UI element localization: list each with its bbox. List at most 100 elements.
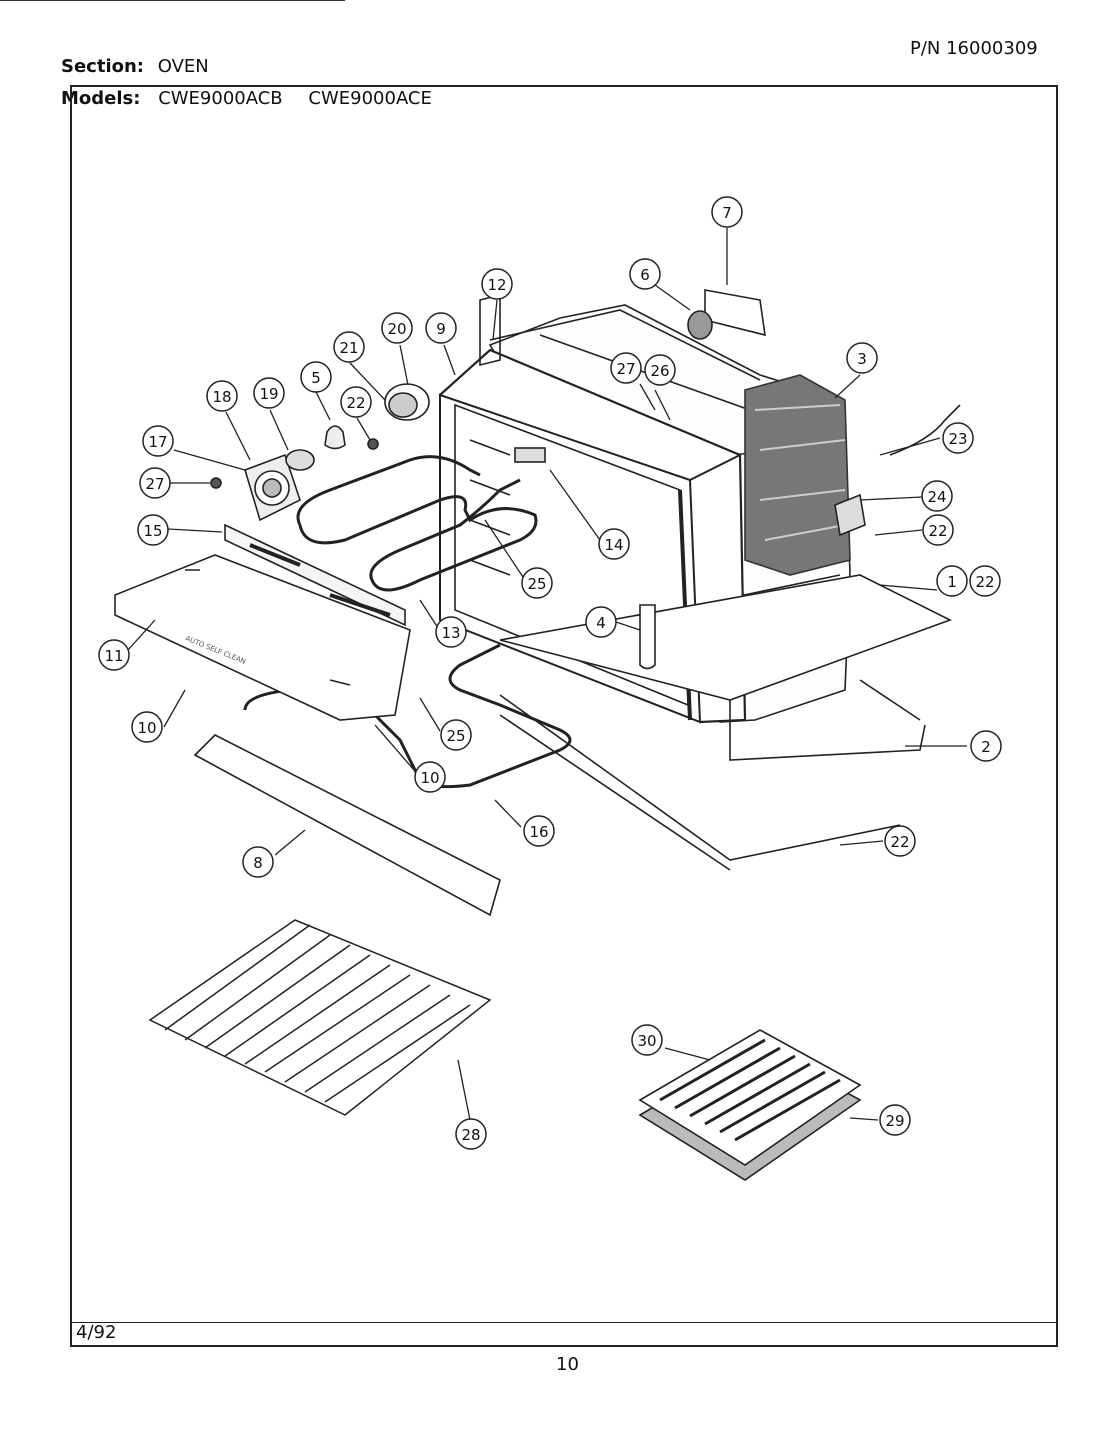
callout-label: 22 bbox=[975, 573, 994, 591]
oven-bottom-panel: AUTO SELF CLEAN bbox=[114, 554, 411, 721]
callout-label: 1 bbox=[947, 573, 957, 591]
callout-13: 13 bbox=[435, 616, 467, 648]
callout-label: 21 bbox=[339, 339, 358, 357]
heat-deflector bbox=[224, 523, 406, 627]
callout-label: 25 bbox=[446, 727, 465, 745]
model-2: CWE9000ACE bbox=[308, 88, 432, 109]
callout-label: 19 bbox=[259, 385, 278, 403]
bottom-panel bbox=[499, 574, 953, 761]
callout-22a: 22 bbox=[340, 386, 372, 418]
callout-label: 8 bbox=[253, 854, 263, 872]
callout-label: 7 bbox=[722, 204, 732, 222]
latch-bracket bbox=[834, 493, 866, 537]
callout-20: 20 bbox=[381, 312, 413, 344]
callout-label: 9 bbox=[436, 320, 446, 338]
callout-23: 23 bbox=[942, 422, 974, 454]
callout-12: 12 bbox=[481, 268, 513, 300]
models-label: Models: bbox=[61, 88, 141, 109]
callout-label: 22 bbox=[928, 522, 947, 540]
callout-25b: 25 bbox=[440, 719, 472, 751]
callout-19: 19 bbox=[253, 377, 285, 409]
callout-label: 2 bbox=[981, 738, 991, 756]
callout-label: 29 bbox=[885, 1112, 904, 1130]
callout-label: 23 bbox=[948, 430, 967, 448]
top-rule bbox=[0, 0, 345, 1]
callout-24: 24 bbox=[921, 480, 953, 512]
callout-label: 20 bbox=[387, 320, 406, 338]
callout-28: 28 bbox=[455, 1118, 487, 1150]
callout-7: 7 bbox=[711, 196, 743, 228]
callout-label: 4 bbox=[596, 614, 606, 632]
callout-label: 24 bbox=[927, 488, 946, 506]
callout-22c: 22 bbox=[969, 565, 1001, 597]
leader-lines bbox=[127, 228, 967, 1121]
callout-label: 10 bbox=[420, 769, 439, 787]
callout-label: 22 bbox=[346, 394, 365, 412]
screw bbox=[210, 477, 222, 489]
footer-rule bbox=[70, 1322, 1058, 1323]
callout-10b: 10 bbox=[414, 761, 446, 793]
page-number: 10 bbox=[556, 1354, 579, 1375]
callout-4: 4 bbox=[585, 606, 617, 638]
callout-21: 21 bbox=[333, 331, 365, 363]
callout-17: 17 bbox=[142, 425, 174, 457]
callout-label: 6 bbox=[640, 266, 650, 284]
callout-6: 6 bbox=[629, 258, 661, 290]
bracket bbox=[704, 289, 766, 337]
callout-label: 16 bbox=[529, 823, 548, 841]
bulb bbox=[324, 425, 346, 450]
part-number: P/N 16000309 bbox=[910, 38, 1038, 59]
callout-5: 5 bbox=[300, 361, 332, 393]
callout-label: 13 bbox=[441, 624, 460, 642]
callout-8: 8 bbox=[242, 846, 274, 878]
temp-sensor bbox=[639, 604, 656, 670]
callout-22b: 22 bbox=[922, 514, 954, 546]
callout-label: 17 bbox=[148, 433, 167, 451]
callout-label: 12 bbox=[487, 276, 506, 294]
section-label: Section: bbox=[61, 56, 144, 77]
callout-1: 1 bbox=[936, 565, 968, 597]
callout-14: 14 bbox=[598, 528, 630, 560]
callout-30: 30 bbox=[631, 1024, 663, 1056]
callout-26: 26 bbox=[644, 354, 676, 386]
callout-label: 5 bbox=[311, 369, 321, 387]
diagram-frame bbox=[70, 85, 1058, 1347]
callout-27b: 27 bbox=[139, 467, 171, 499]
callout-label: 11 bbox=[104, 647, 123, 665]
broil-element bbox=[296, 455, 538, 592]
callout-label: 18 bbox=[212, 388, 231, 406]
models-heading: Models: CWE9000ACB CWE9000ACE bbox=[61, 88, 432, 109]
callout-label: 3 bbox=[857, 350, 867, 368]
section-heading: Section: OVEN bbox=[61, 56, 209, 77]
callout-15: 15 bbox=[137, 514, 169, 546]
callout-2: 2 bbox=[970, 730, 1002, 762]
callout-22d: 22 bbox=[884, 825, 916, 857]
callout-11: 11 bbox=[98, 639, 130, 671]
callout-label: 30 bbox=[637, 1032, 656, 1050]
revision-date: 4/92 bbox=[76, 1322, 117, 1343]
broiler-pan bbox=[638, 1029, 862, 1181]
switch-knob bbox=[687, 310, 713, 340]
callout-10a: 10 bbox=[131, 711, 163, 743]
section-value: OVEN bbox=[157, 56, 209, 77]
front-trim bbox=[193, 734, 501, 917]
callout-9: 9 bbox=[425, 312, 457, 344]
callout-label: 22 bbox=[890, 833, 909, 851]
light-lens bbox=[384, 383, 430, 421]
screw bbox=[367, 438, 379, 450]
callout-27a: 27 bbox=[610, 352, 642, 384]
callout-label: 27 bbox=[145, 475, 164, 493]
callout-label: 27 bbox=[616, 360, 635, 378]
callout-25a: 25 bbox=[521, 567, 553, 599]
fan-assembly bbox=[244, 449, 315, 522]
callout-29: 29 bbox=[879, 1104, 911, 1136]
callout-label: 28 bbox=[461, 1126, 480, 1144]
callout-layer: 7 6 12 20 9 21 5 3 27 26 18 19 22 23 17 … bbox=[98, 196, 1002, 1150]
callout-label: 14 bbox=[604, 536, 623, 554]
callout-label: 25 bbox=[527, 575, 546, 593]
model-1: CWE9000ACB bbox=[158, 88, 283, 109]
callout-3: 3 bbox=[846, 342, 878, 374]
callout-16: 16 bbox=[523, 815, 555, 847]
callout-label: 10 bbox=[137, 719, 156, 737]
